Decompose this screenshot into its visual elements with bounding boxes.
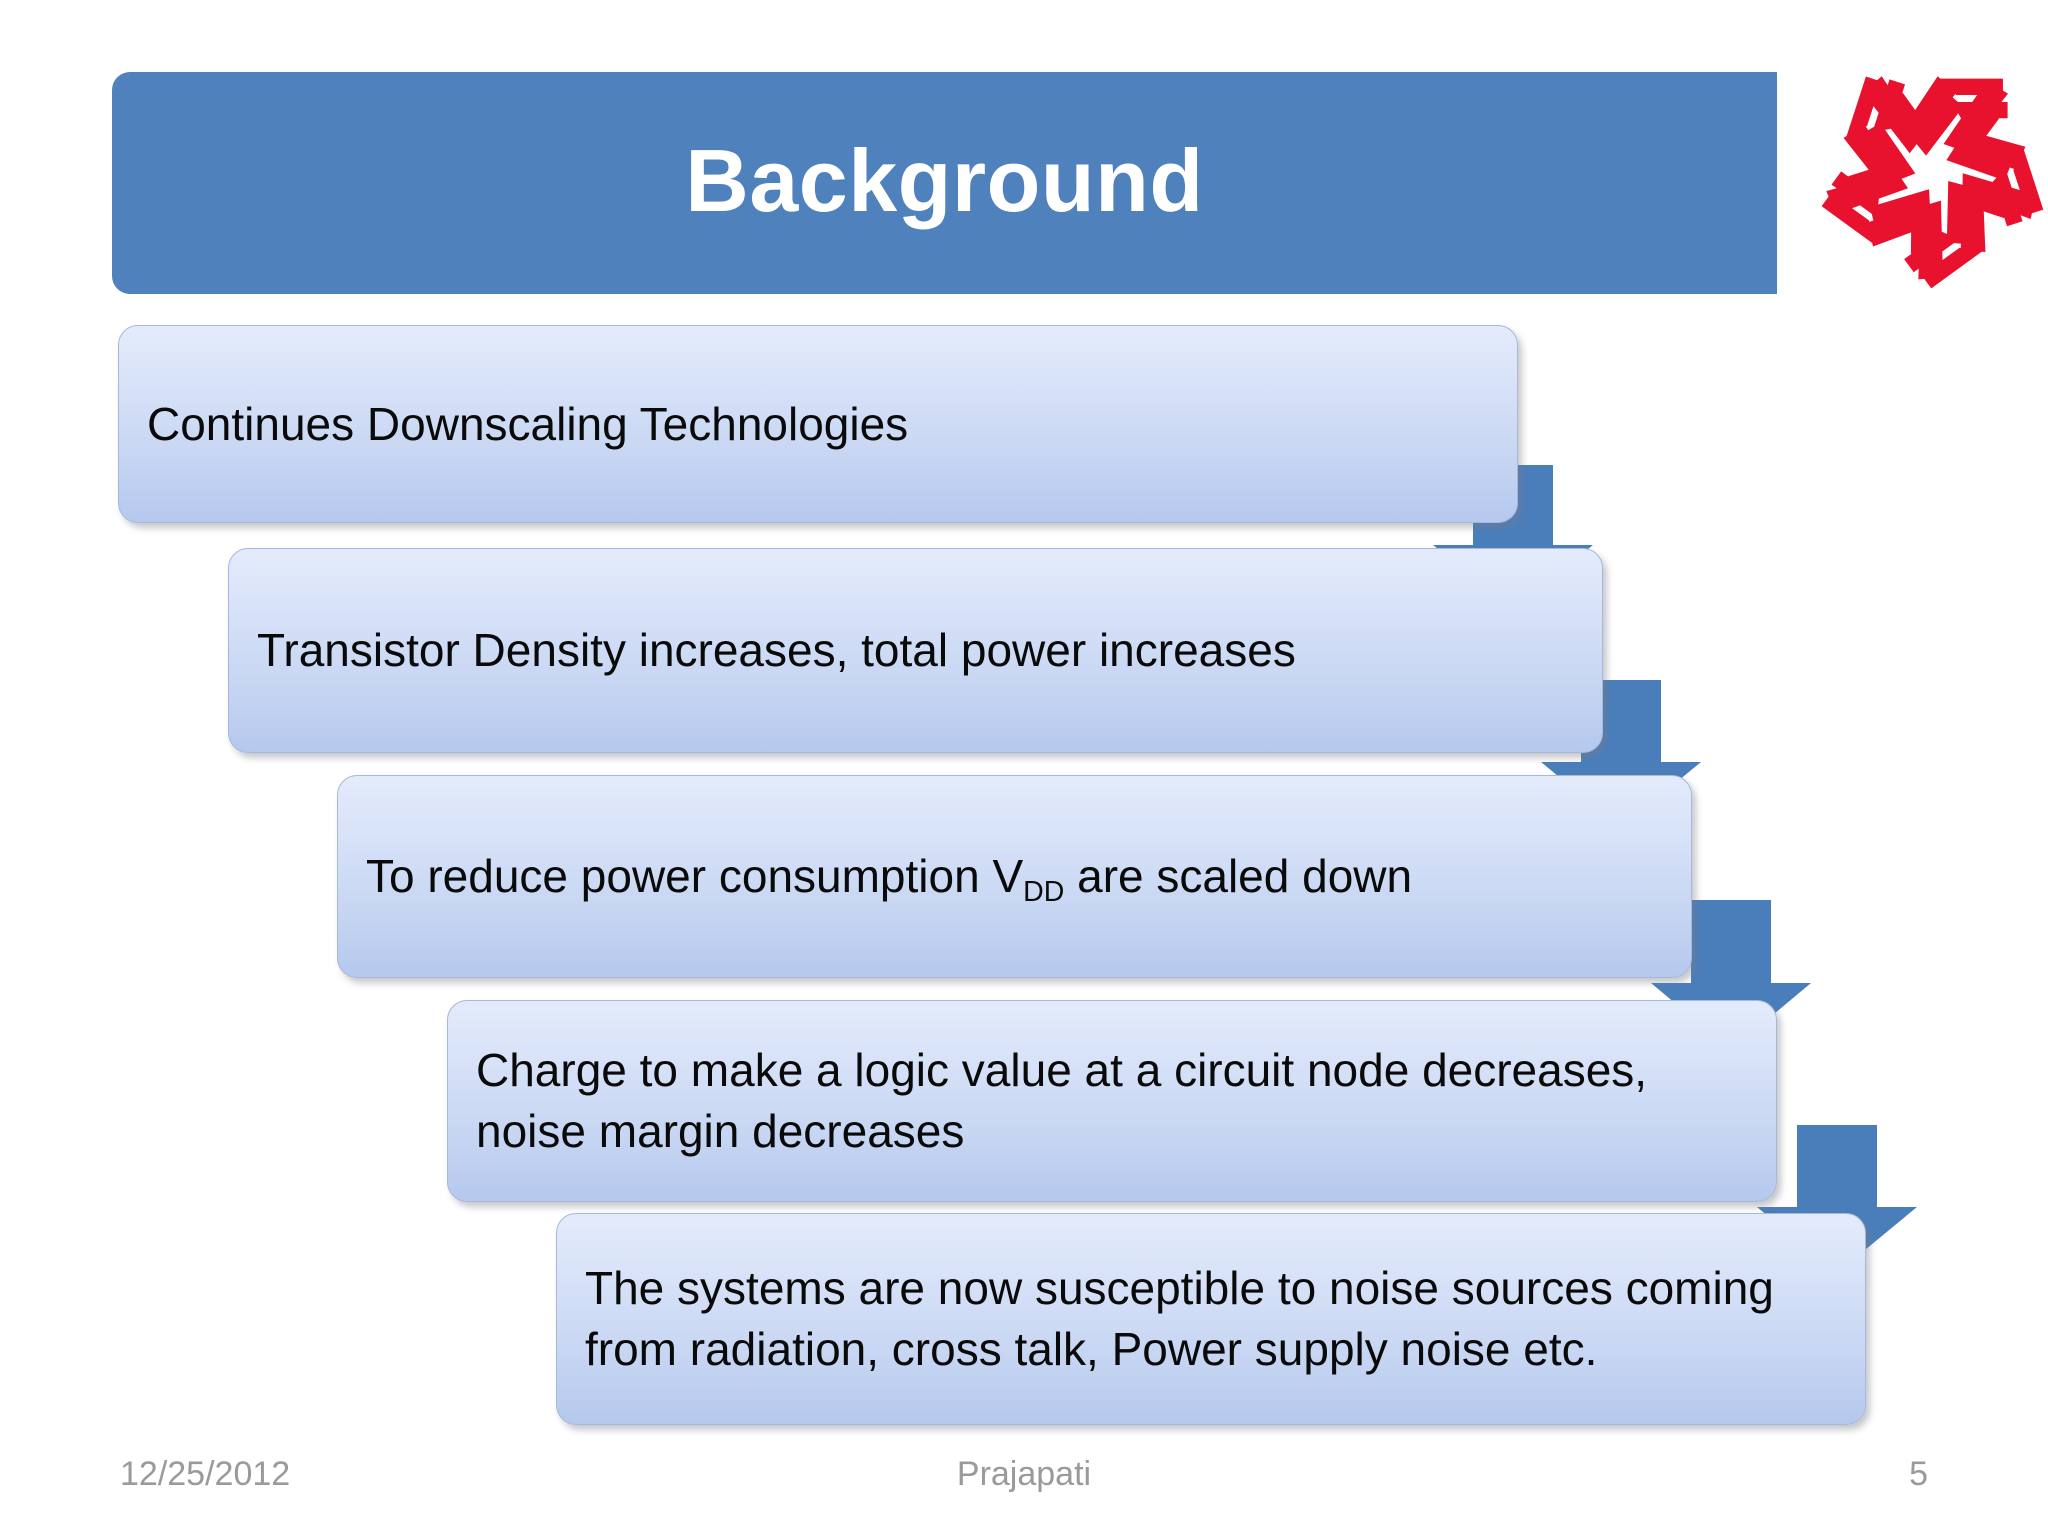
flow-step-4-label: Charge to make a logic value at a circui… [476,1044,1648,1157]
flow-step-2: Transistor Density increases, total powe… [228,548,1603,753]
flow-step-1: Continues Downscaling Technologies [118,325,1518,523]
flow-step-4: Charge to make a logic value at a circui… [447,1000,1777,1202]
slide-footer: 12/25/2012 Prajapati 5 [0,1455,2048,1515]
flow-step-3-label: To reduce power consumption VDD are scal… [366,850,1413,908]
footer-date: 12/25/2012 [120,1455,291,1493]
flow-step-3: To reduce power consumption VDD are scal… [337,775,1692,978]
flow-step-1-label: Continues Downscaling Technologies [147,397,909,450]
footer-author: Prajapati [956,1455,1092,1493]
flow-step-2-label: Transistor Density increases, total powe… [257,624,1296,677]
page-title: Background [685,131,1204,230]
process-flow-diagram: Continues Downscaling Technologies Trans… [118,325,1917,1425]
footer-page-number: 5 [1909,1455,1928,1493]
slide-title-bar: Background [112,72,1777,294]
flow-step-5: The systems are now susceptible to noise… [556,1213,1866,1425]
flow-step-5-label: The systems are now susceptible to noise… [585,1262,1774,1375]
